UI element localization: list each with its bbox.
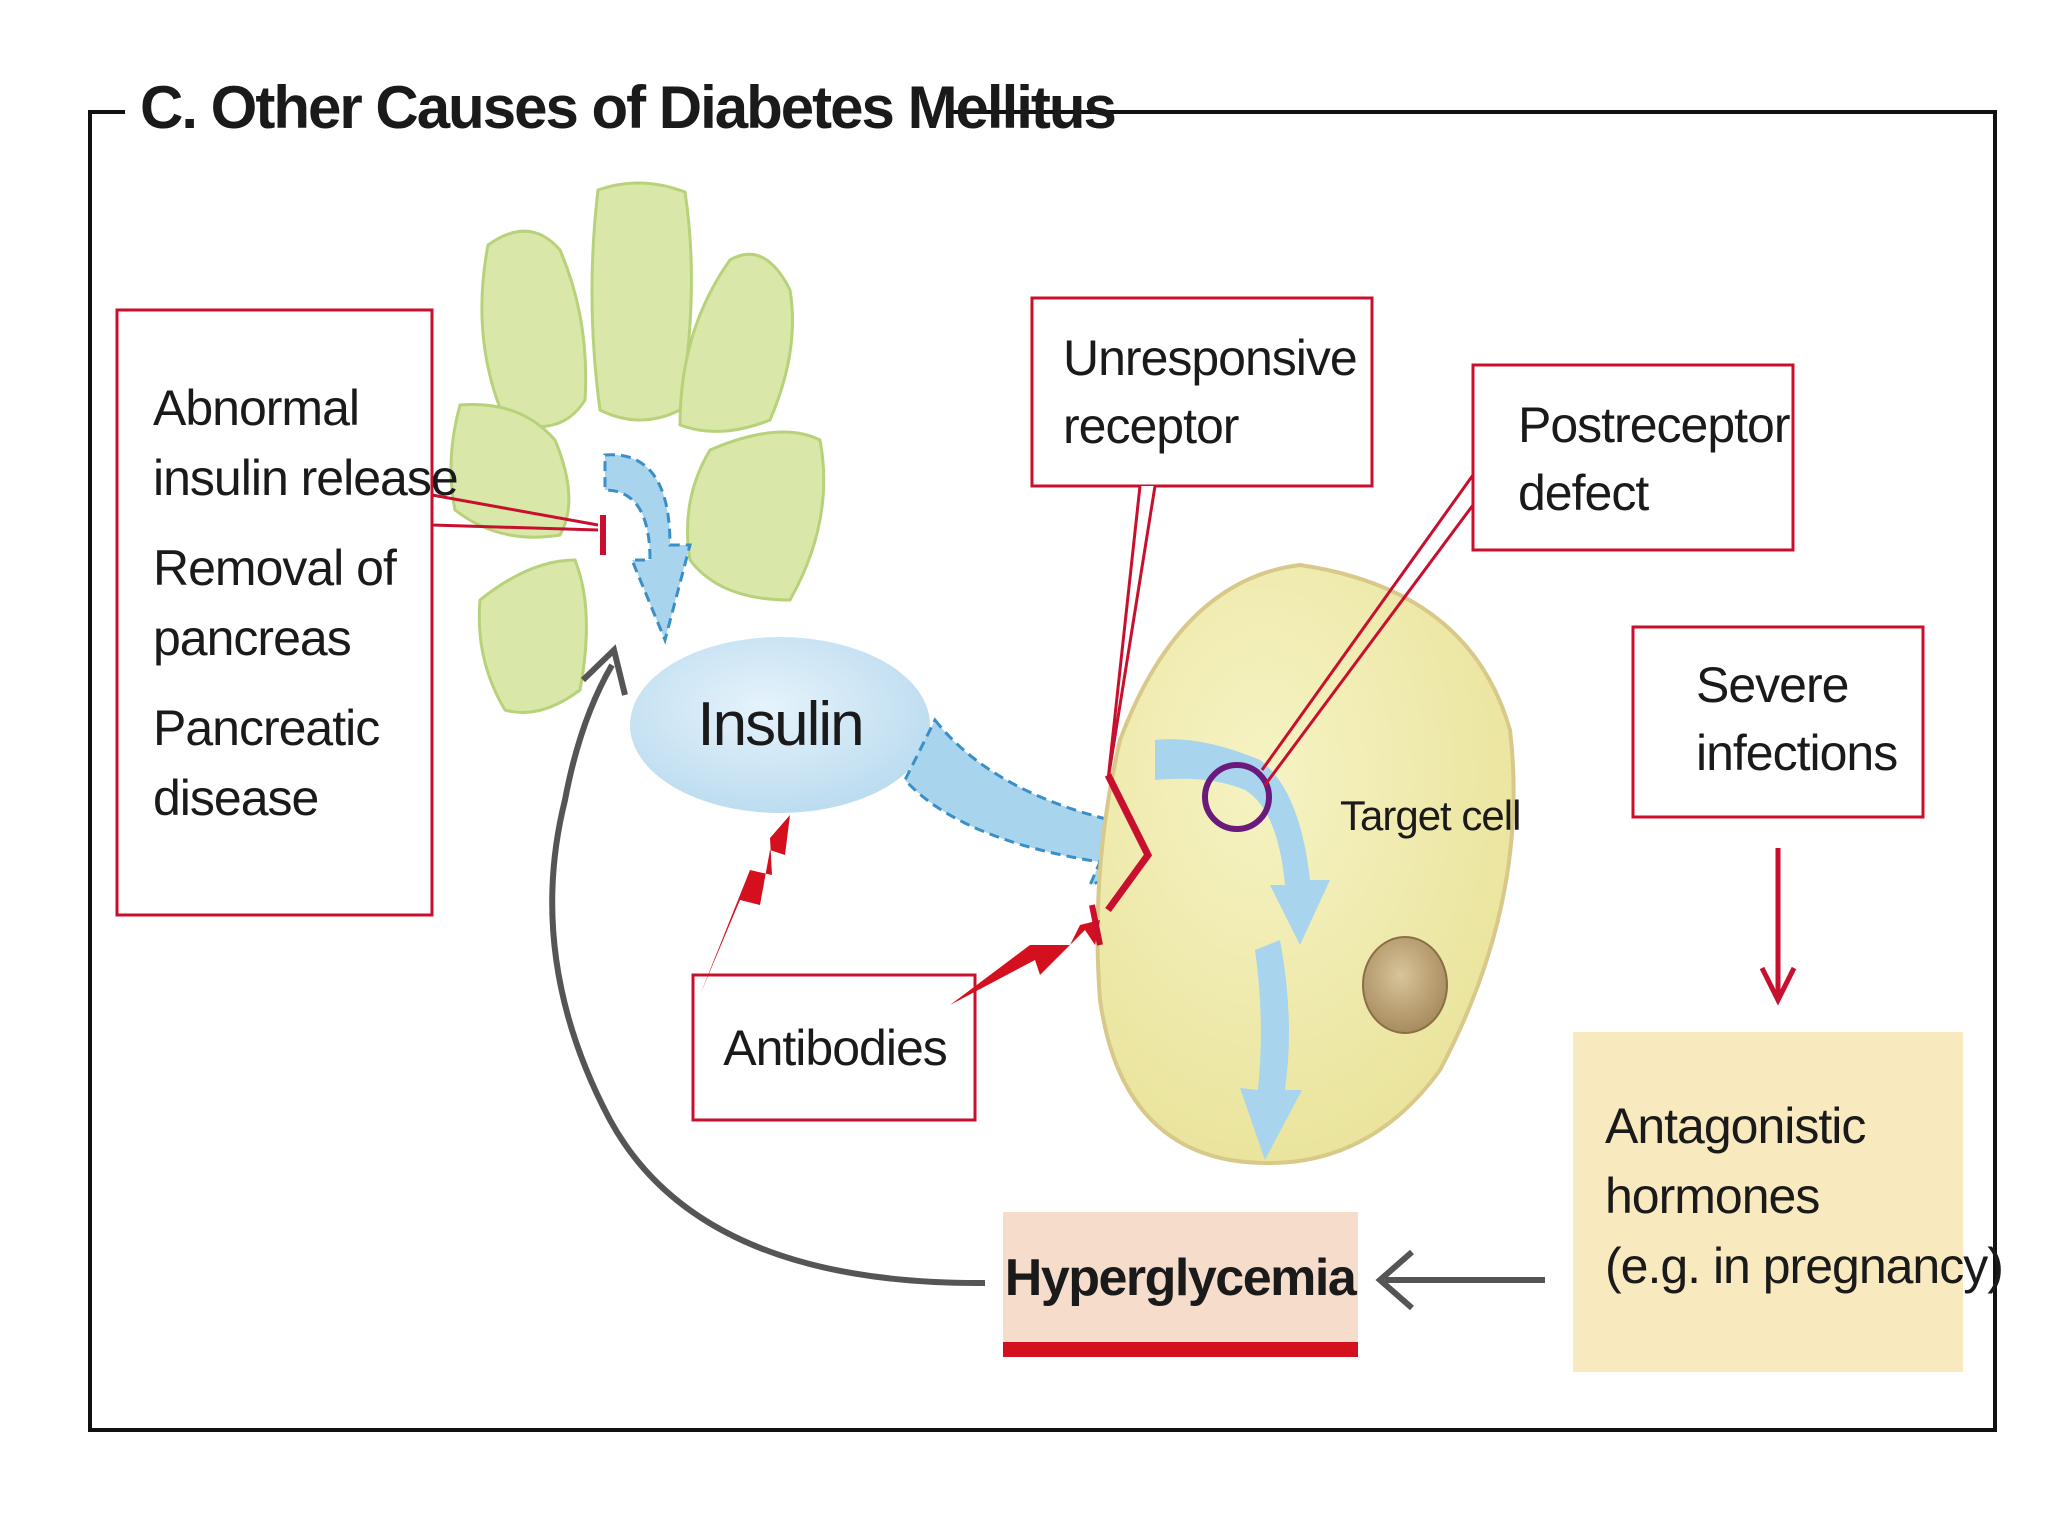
severe-infections-text: Severe infections: [1696, 657, 1897, 781]
antagonistic-hormones-line: (e.g. in pregnancy): [1605, 1238, 2003, 1294]
hyperglycemia-underline: [1003, 1342, 1358, 1357]
pancreas-lobe: [686, 430, 826, 602]
antibodies-box: [691, 973, 977, 1122]
pancreas-lobe: [480, 229, 588, 429]
antagonistic-hormones-line: Antagonistic: [1605, 1098, 1865, 1154]
pancreas-cause-line: pancreas: [153, 610, 351, 666]
feedback-to-pancreas-arrow: [549, 663, 986, 1287]
intracellular-signal-arrow-lower: [1240, 940, 1302, 1160]
receptor-block-bar: [1089, 904, 1103, 946]
postreceptor-defect-line: defect: [1518, 465, 1649, 521]
diagram-title: C. Other Causes of Diabetes Mellitus: [140, 74, 1115, 141]
insulin-receptor: [1104, 773, 1153, 913]
feedback-arrowhead: [580, 644, 628, 696]
pancreas-cause-line: Removal of: [153, 540, 397, 596]
postreceptor-defect-text: Postreceptor defect: [1518, 397, 1802, 521]
unresponsive-receptor-box: [1030, 296, 1374, 488]
severe-infections-line: infections: [1696, 725, 1897, 781]
pancreas-lobe: [678, 252, 794, 433]
frame-border: [88, 110, 1997, 1432]
unresponsive-receptor-line: receptor: [1063, 398, 1239, 454]
pancreas-callout-pointer: [431, 493, 599, 532]
postreceptor-defect-box: [1471, 363, 1795, 552]
postreceptor-defect-pointer: [1260, 474, 1475, 786]
insulin-release-arrow: [603, 453, 692, 645]
pancreas-cause-line: insulin release: [153, 450, 458, 506]
cell-nucleus: [1362, 936, 1448, 1034]
unresponsive-receptor-text: Unresponsive receptor: [1063, 330, 1370, 454]
pancreas-causes-text: Abnormal insulin release Removal of panc…: [153, 380, 471, 826]
intracellular-signal-arrow: [1155, 739, 1330, 945]
hormones-arrowhead: [1375, 1249, 1414, 1311]
pancreas-cause-line: Abnormal: [153, 380, 359, 436]
antibody-lightning-to-receptor: [950, 920, 1100, 1005]
antagonistic-hormones-line: hormones: [1605, 1168, 1819, 1224]
antibody-lightning-to-insulin: [700, 815, 790, 995]
unresponsive-receptor-pointer: [1106, 485, 1157, 781]
severe-infections-box: [1631, 625, 1925, 819]
postreceptor-defect-line: Postreceptor: [1518, 397, 1790, 453]
pancreas-islet: [449, 181, 826, 714]
infections-arrowhead: [1759, 966, 1797, 1006]
pancreas-cause-line: Pancreatic: [153, 700, 379, 756]
target-cell-label: Target cell: [1340, 792, 1520, 839]
pancreas-causes-box: [115, 308, 434, 917]
hyperglycemia-label: Hyperglycemia: [1005, 1249, 1358, 1307]
insulin-label: Insulin: [697, 690, 862, 759]
antagonistic-hormones-box: [1573, 1032, 1963, 1372]
insulin-ellipse: [630, 637, 930, 813]
antagonistic-hormones-text: Antagonistic hormones (e.g. in pregnancy…: [1605, 1098, 2003, 1294]
pancreas-lobe: [477, 558, 588, 714]
hyperglycemia-box: [1003, 1212, 1358, 1342]
severe-infections-line: Severe: [1696, 657, 1848, 713]
antibodies-label: Antibodies: [723, 1020, 947, 1076]
unresponsive-receptor-line: Unresponsive: [1063, 330, 1357, 386]
pancreas-cause-line: disease: [153, 770, 318, 826]
pancreas-lobe: [590, 181, 693, 422]
postreceptor-defect-marker: [1202, 762, 1272, 832]
